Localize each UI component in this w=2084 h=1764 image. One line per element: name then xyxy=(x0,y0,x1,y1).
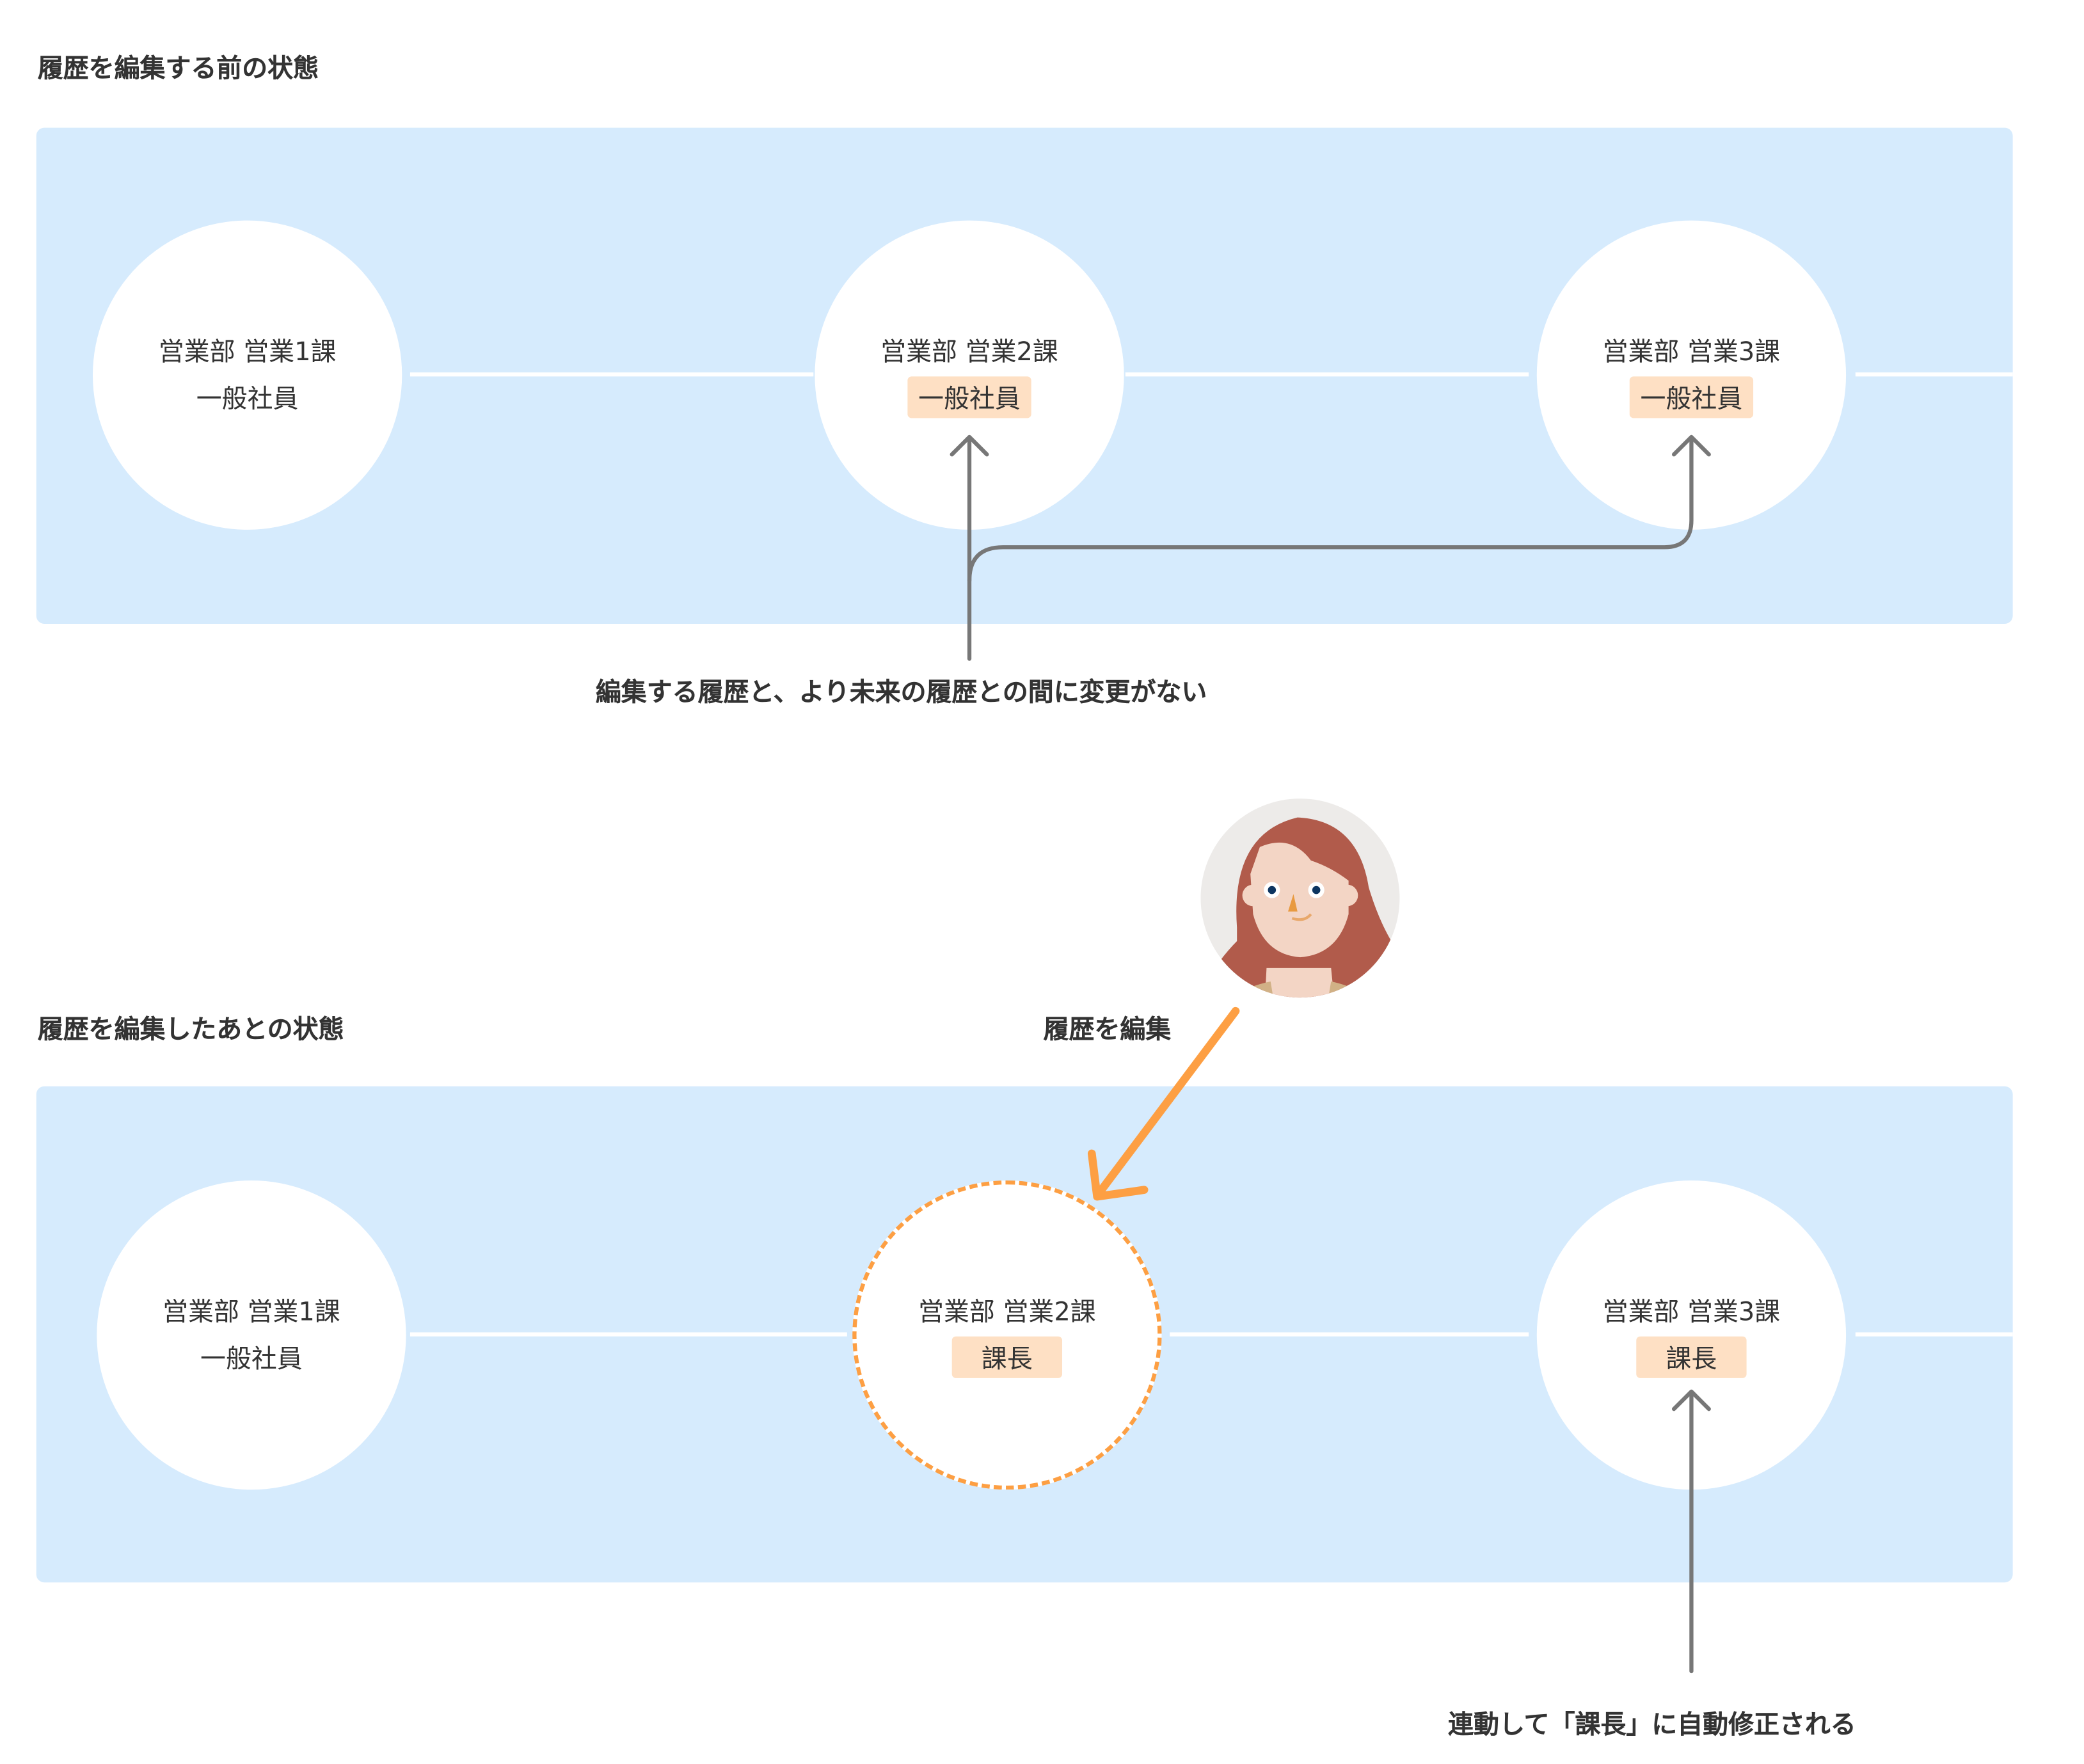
after-title: 履歴を編集したあとの状態 xyxy=(37,1015,344,1045)
timeline-connector xyxy=(410,372,814,377)
timeline-connector xyxy=(1855,372,2013,377)
edit-arrow xyxy=(1087,1006,1240,1201)
arrowhead-icon xyxy=(1087,1149,1149,1201)
after-caption: 連動して「課長」に自動修正される xyxy=(1448,1710,1856,1740)
arrowhead-icon xyxy=(950,434,989,457)
timeline-connector xyxy=(1170,1332,1529,1337)
history-node-1: 営業部 営業1課 一般社員 xyxy=(97,1180,406,1490)
history-node-3: 営業部 営業3課 一般社員 xyxy=(1536,220,1847,530)
arrowhead-icon xyxy=(1671,434,1711,457)
timeline-connector xyxy=(410,1332,847,1337)
arrowhead-icon xyxy=(1671,1389,1711,1411)
edited-history-node-2: 営業部 営業2課 課長 xyxy=(852,1180,1162,1490)
node-dept: 営業部 営業3課 xyxy=(1602,337,1781,367)
node-role: 一般社員 xyxy=(200,1344,303,1374)
before-title: 履歴を編集する前の状態 xyxy=(37,54,319,84)
node-dept: 営業部 営業1課 xyxy=(158,337,337,367)
node-role-badge: 課長 xyxy=(951,1336,1063,1378)
edit-label: 履歴を編集 xyxy=(1043,1015,1172,1045)
timeline-connector xyxy=(1125,372,1529,377)
before-caption: 編集する履歴と、より未来の履歴との間に変更がない xyxy=(595,678,1207,708)
node-role-badge: 課長 xyxy=(1636,1336,1747,1378)
arrow-branch-node3 xyxy=(967,437,1694,583)
node-dept: 営業部 営業3課 xyxy=(1602,1297,1781,1327)
node-dept: 営業部 営業1課 xyxy=(163,1297,340,1327)
node-role-badge: 一般社員 xyxy=(907,376,1031,418)
history-node-2: 営業部 営業2課 一般社員 xyxy=(815,220,1124,530)
history-node-1: 営業部 営業1課 一般社員 xyxy=(92,220,402,530)
node-role-badge: 一般社員 xyxy=(1629,376,1754,418)
avatar-woman-icon xyxy=(1200,799,1400,998)
node-dept: 営業部 営業2課 xyxy=(880,337,1058,367)
node-dept: 営業部 営業2課 xyxy=(918,1297,1096,1327)
timeline-connector xyxy=(1855,1332,2013,1337)
node-role: 一般社員 xyxy=(196,384,299,415)
